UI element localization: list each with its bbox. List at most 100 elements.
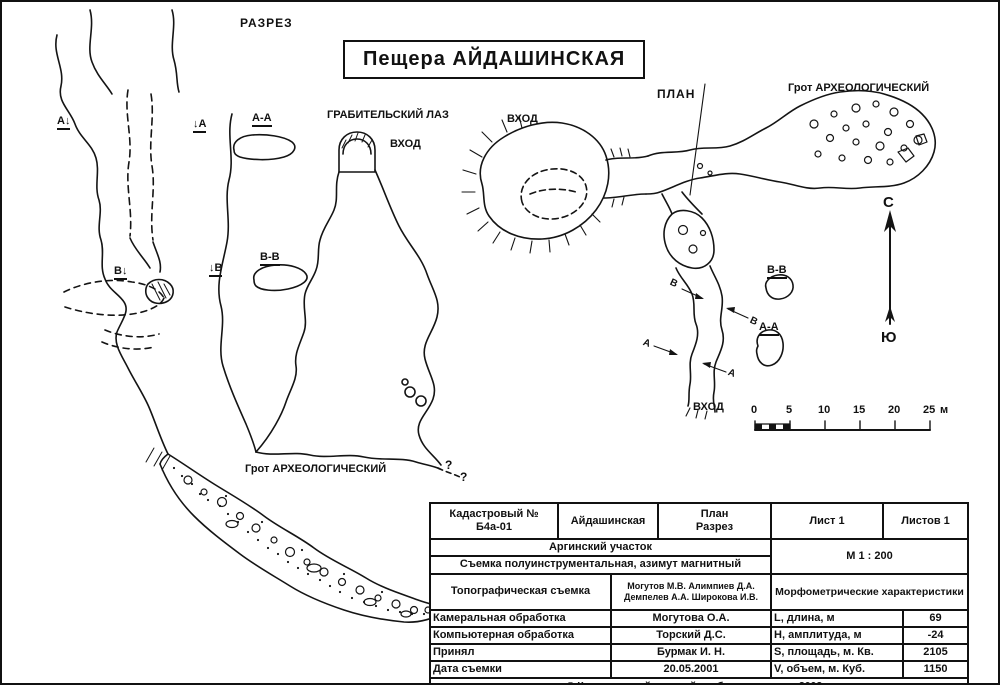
cave-name-cell: Айдашинская — [556, 502, 660, 540]
length-metric-value: 69 — [902, 608, 970, 628]
office-processing-label: Камеральная обработка — [429, 608, 612, 628]
approved-by-value: Бурмак И. Н. — [609, 642, 773, 662]
morpho-header-cell: Морфометрические характеристики — [770, 572, 970, 611]
plan-entrance-top-label: ВХОД — [507, 113, 538, 125]
section-marker-b-left: В↓ — [114, 265, 128, 280]
plan-title: ПЛАН — [657, 87, 696, 101]
section-dashed-tail — [437, 467, 463, 479]
scale-tick-25: 25 — [923, 404, 936, 416]
section-cross-aa-label: А-А — [252, 112, 272, 127]
section-cross-aa-outline — [232, 133, 296, 161]
section-wall-rocks — [401, 378, 427, 407]
robber-entrance-box — [338, 131, 376, 173]
title-block-table: Кадастровый № Б4а-01 Айдашинская План Ра… — [428, 502, 970, 683]
office-processing-value: Могутова О.А. — [609, 608, 773, 628]
stipple-dots — [172, 466, 426, 616]
boulder-field — [145, 447, 444, 623]
section-shaft-right-wall — [374, 169, 442, 466]
section-shaft-left-wall — [255, 171, 340, 453]
plan-entrance-blob — [479, 121, 610, 240]
table-row: Кадастровый № Б4а-01 Айдашинская План Ра… — [429, 502, 970, 540]
survey-date-value: 20.05.2001 — [609, 659, 773, 679]
plan-neck-bottom — [603, 193, 647, 199]
section-line-aa — [653, 345, 727, 373]
section-outer-left-wall — [55, 34, 169, 455]
scale-tick-20: 20 — [888, 404, 901, 416]
scale-tick-10: 10 — [818, 404, 831, 416]
section-cross-bb-outline — [252, 264, 308, 292]
cadastre-cell: Кадастровый № Б4а-01 — [429, 502, 559, 540]
section-top-right-line — [171, 9, 180, 93]
topo-names-cell: Могутов М.В. Алимпиев Д.А. Демпелев А.А.… — [609, 572, 773, 611]
section-dashed-shaft-right — [149, 93, 155, 241]
plan-neck-top — [605, 155, 649, 161]
cadastre-label: Кадастровый № — [449, 508, 539, 521]
sheet-number-cell: Лист 1 — [770, 502, 885, 540]
volume-metric-label: V, объем, м. Куб. — [770, 659, 905, 679]
plan-cross-aa-outline — [755, 329, 784, 367]
approved-by-label: Принял — [429, 642, 612, 662]
scale-bar — [754, 420, 931, 431]
section-marker-a-left: А↓ — [57, 115, 71, 130]
length-metric-label: L, длина, м — [770, 608, 905, 628]
compass-north-label: С — [883, 194, 894, 211]
computer-processing-value: Торский Д.С. — [609, 625, 773, 645]
entrance-hatch-lines — [461, 115, 601, 254]
volume-metric-value: 1150 — [902, 659, 970, 679]
table-row: Топографическая съемка Могутов М.В. Алим… — [429, 572, 970, 611]
section-grotto-label: Грот АРХЕОЛОГИЧЕСКИЙ — [245, 463, 387, 475]
scale-tick-0: 0 — [751, 404, 758, 416]
table-row: Принял Бурмак И. Н. S, площадь, м. Кв. 2… — [429, 642, 970, 662]
sheet-type-plan: План — [700, 508, 729, 521]
compass-south-label: Ю — [881, 329, 897, 346]
plan-main-gallery-outline — [645, 89, 937, 195]
section-marker-b-right: ↓В — [209, 262, 223, 277]
survey-date-label: Дата съемки — [429, 659, 612, 679]
copyright-cell: © Красноярский краевой клуб спелеологов.… — [428, 676, 970, 683]
table-row: Компьютерная обработка Торский Д.С. Н, а… — [429, 625, 970, 645]
computer-processing-label: Компьютерная обработка — [429, 625, 612, 645]
survey-method-cell: Съемка полуинструментальная, азимут магн… — [428, 554, 773, 575]
section-grotto-ceiling — [255, 451, 441, 470]
table-row: Аргинский участок М 1 : 200 — [428, 538, 970, 575]
scale-tick-5: 5 — [786, 404, 793, 416]
plan-drawing — [461, 83, 937, 420]
plan-section-line — [689, 83, 706, 196]
north-arrow — [884, 210, 896, 325]
sheets-total-cell: Листов 1 — [882, 502, 970, 540]
question-mark-1: ? — [445, 458, 454, 472]
section-rock-knob — [144, 278, 174, 305]
cadastre-number: Б4а-01 — [475, 521, 513, 533]
sheet-type-section: Разрез — [695, 521, 734, 533]
plan-cross-aa-label: А-А — [759, 321, 779, 336]
section-title: РАЗРЕЗ — [240, 16, 293, 30]
scale-cell: М 1 : 200 — [770, 538, 970, 575]
section-cross-bb-label: В-В — [260, 251, 280, 266]
topo-label-cell: Топографическая съемка — [429, 572, 612, 611]
plan-entrance-bottom-label: ВХОД — [693, 401, 724, 413]
table-row: Съемка полуинструментальная, азимут магн… — [428, 554, 968, 575]
section-central-wall — [218, 113, 257, 453]
plan-inner-dashed-blob — [520, 168, 588, 220]
table-row: Дата съемки 20.05.2001 V, объем, м. Куб.… — [429, 659, 970, 679]
section-dashed-shaft-left — [126, 89, 132, 237]
section-dashed-lens-top — [63, 279, 165, 299]
section-line-bb — [681, 288, 749, 319]
scale-unit: м — [940, 404, 949, 416]
section-entrance-label: ВХОД — [390, 138, 421, 150]
area-cell: Аргинский участок — [428, 538, 773, 557]
topo-names-line2: Демпелев А.А. Широкова И.В. — [624, 591, 758, 602]
section-top-left-line — [89, 9, 113, 95]
amplitude-metric-value: -24 — [902, 625, 970, 645]
plan-grotto-label: Грот АРХЕОЛОГИЧЕСКИЙ — [788, 82, 930, 94]
plan-lower-branch — [661, 191, 725, 420]
question-mark-2: ? — [460, 470, 469, 484]
grotto-rocks — [696, 100, 928, 176]
robber-passage-label: ГРАБИТЕЛЬСКИЙ ЛАЗ — [327, 109, 449, 121]
area-metric-label: S, площадь, м. Кв. — [770, 642, 905, 662]
map-title: Пещера АЙДАШИНСКАЯ — [343, 40, 646, 79]
sheet-type-cell: План Разрез — [657, 502, 773, 540]
area-metric-value: 2105 — [902, 642, 970, 662]
